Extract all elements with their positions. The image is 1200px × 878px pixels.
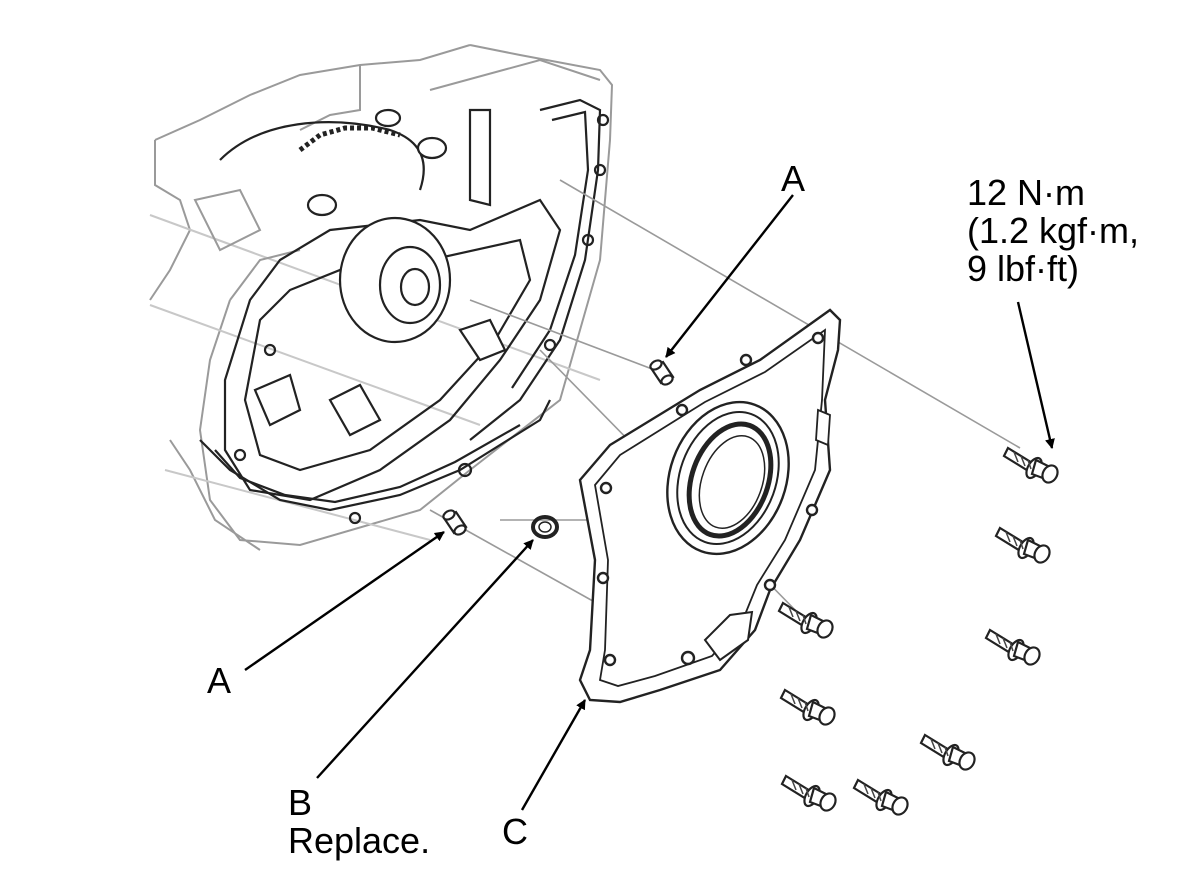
torque-spec-line-2: (1.2 kgf·m, bbox=[967, 210, 1140, 251]
leader-torque bbox=[1016, 301, 1055, 449]
leader-a-left bbox=[244, 531, 445, 671]
o-ring bbox=[531, 515, 559, 539]
bolt-2 bbox=[994, 526, 1054, 567]
label-a-dowel-pin-top: A bbox=[781, 158, 806, 199]
bolt-6 bbox=[919, 733, 979, 774]
bolts bbox=[777, 446, 1062, 819]
label-a-dowel-pin-left: A bbox=[207, 660, 232, 701]
bolt-3 bbox=[984, 628, 1044, 669]
torque-spec-line-3: 9 lbf·ft) bbox=[967, 248, 1080, 289]
torque-spec-line-1: 12 N·m bbox=[967, 172, 1086, 213]
bolt-1 bbox=[1002, 446, 1062, 487]
label-b-note: Replace. bbox=[288, 820, 431, 861]
bolt-5 bbox=[779, 688, 839, 729]
leader-b bbox=[316, 539, 534, 779]
dowel-pin-top bbox=[649, 359, 675, 386]
label-b-letter: B bbox=[288, 782, 313, 823]
bolt-8 bbox=[852, 778, 912, 819]
bolt-7 bbox=[780, 774, 840, 815]
leader-c bbox=[520, 699, 587, 811]
label-b-o-ring: B Replace. bbox=[288, 784, 430, 860]
dowel-pin-left bbox=[442, 509, 468, 536]
label-c-oil-seal-housing: C bbox=[502, 811, 528, 852]
leader-a-top bbox=[665, 194, 794, 358]
oil-seal-housing bbox=[578, 308, 842, 704]
bolt-4 bbox=[777, 601, 837, 642]
engine-block-detail bbox=[199, 98, 610, 525]
leader-lines bbox=[244, 194, 1055, 811]
torque-spec: 12 N·m (1.2 kgf·m, 9 lbf·ft) bbox=[967, 174, 1139, 288]
